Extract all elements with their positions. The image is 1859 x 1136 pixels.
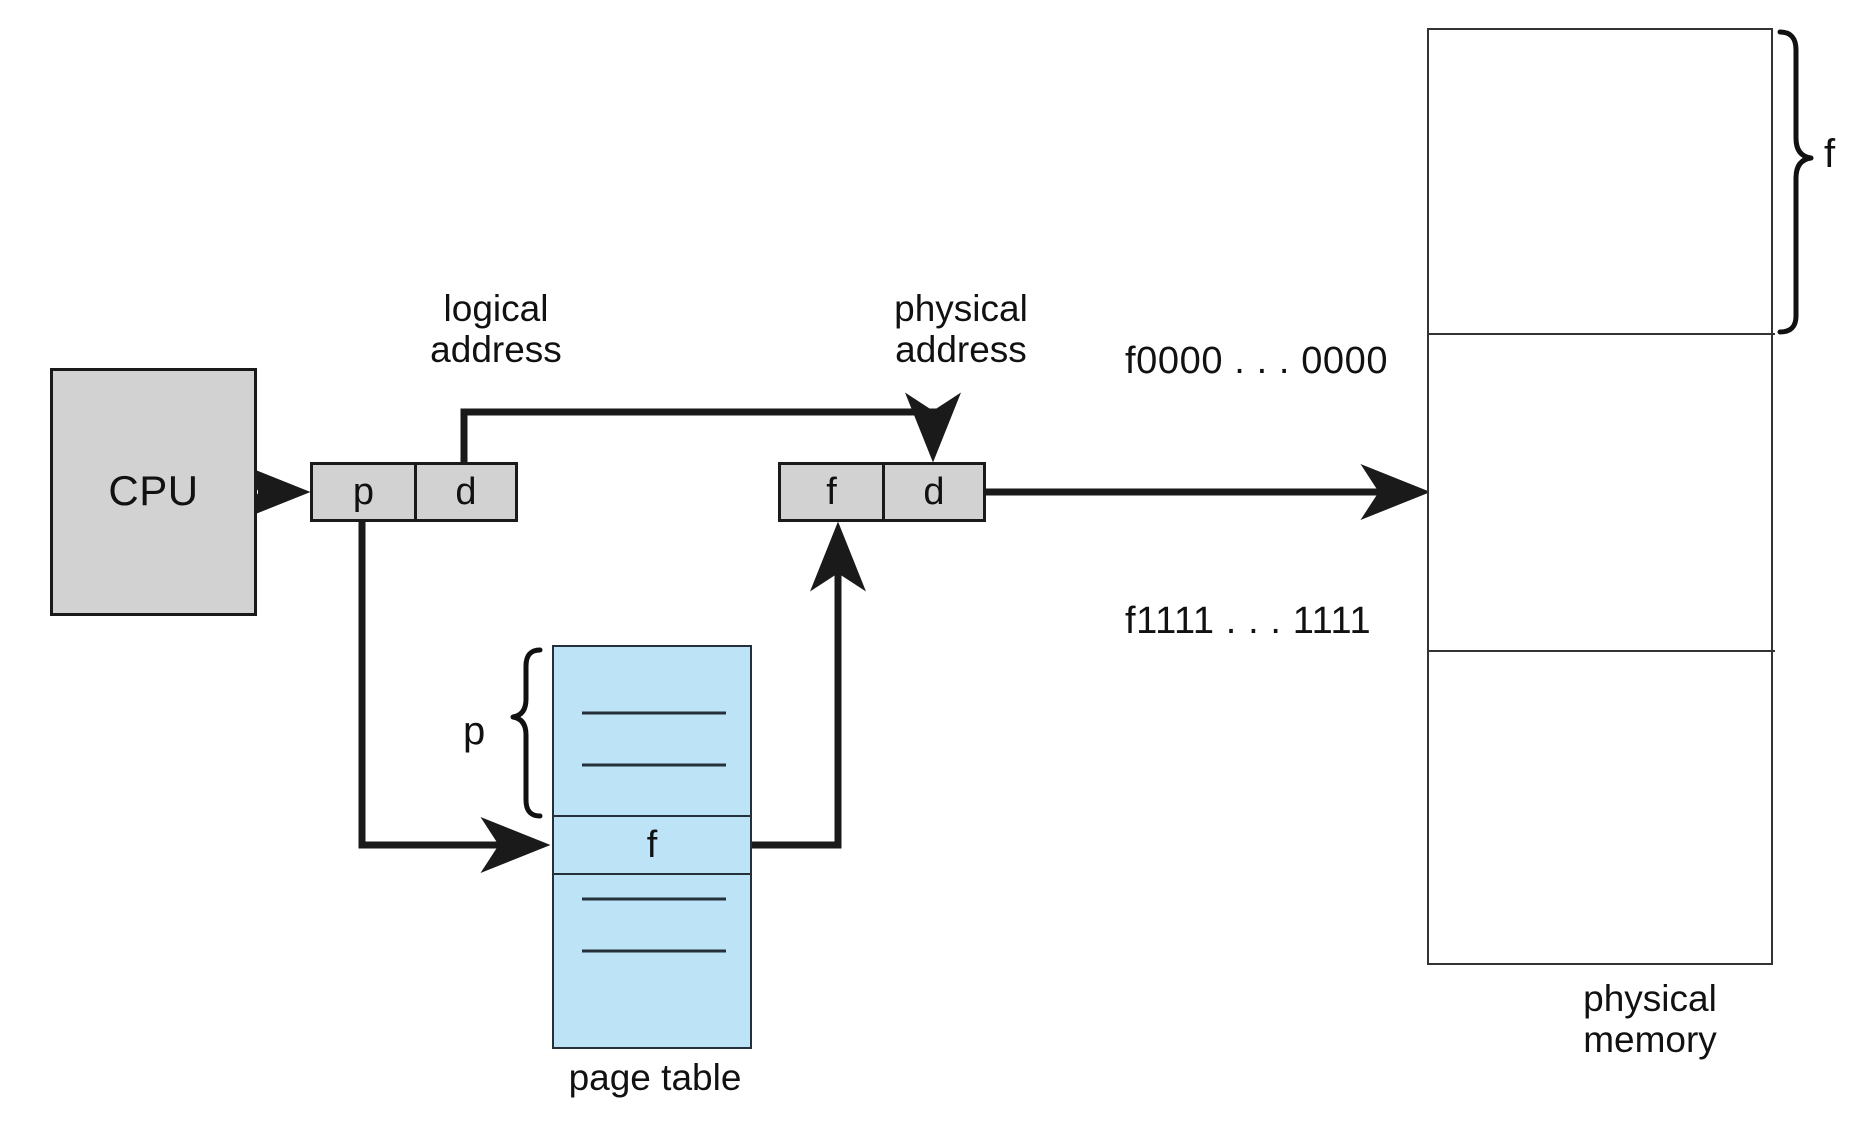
page-table-index-brace [510,647,543,819]
logical-address-offset-cell: d [414,465,515,519]
physical-address-frame-number-cell: f [826,470,837,513]
physical-memory-divider-2 [1429,650,1775,652]
physical-memory-high-address: f1111 . . . 1111 [1125,600,1372,642]
connector-offset-d-passthrough [460,392,961,463]
page-table-box: f [552,645,752,1049]
physical-memory-caption: physical memory [1583,978,1717,1061]
logical-address-caption: logical address [430,288,562,371]
physical-memory-frame-brace-label: f [1824,132,1836,176]
page-table-index-brace-label: p [463,709,486,753]
connector-page-table-to-frame-number [752,521,866,849]
page-table-caption: page table [568,1057,742,1098]
connector-page-number-to-page-table [358,522,551,873]
cpu-box: CPU [50,368,257,616]
logical-address-page-number-cell: p [352,470,375,513]
page-table-entry-rules [582,711,726,953]
physical-memory-low-address: f0000 . . . 0000 [1125,340,1389,382]
physical-memory-box [1427,28,1775,965]
physical-address-box: f d [778,462,986,522]
cpu-label: CPU [108,467,199,515]
physical-address-caption: physical address [894,288,1028,371]
physical-memory-frame-brace [1777,29,1814,335]
physical-memory-divider-1 [1429,333,1775,335]
physical-address-offset-cell: d [882,465,983,519]
page-table-selected-entry: f [552,815,752,875]
logical-address-box: p d [310,462,518,522]
